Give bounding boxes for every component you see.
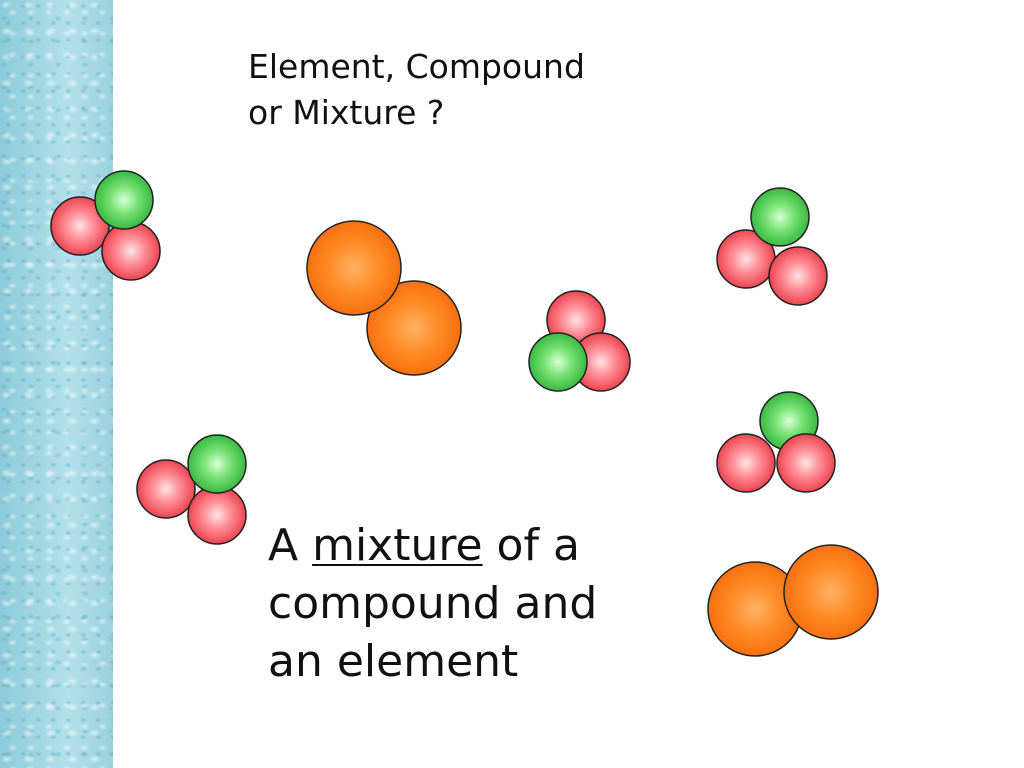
red-atom [546,290,606,350]
red-atom [716,229,776,289]
answer-line-3: an element [268,636,519,687]
orange-atom [366,280,462,376]
compound-molecule [136,434,247,545]
green-atom [759,391,819,451]
water-texture-strip [0,0,113,768]
green-atom [750,187,810,247]
compound-molecule [528,290,631,392]
element-molecule [707,544,879,657]
orange-atom [707,561,803,657]
red-atom [571,332,631,392]
element-molecule [306,220,462,376]
red-atom [136,459,196,519]
answer-prefix: A [268,520,313,571]
answer-line1-suffix: of a [482,520,580,571]
red-atom [187,485,247,545]
green-atom [187,434,247,494]
red-atom [776,433,836,493]
red-atom [768,246,828,306]
answer-line-2: compound and [268,578,598,629]
answer-keyword: mixture [312,520,483,571]
slide-title: Element, Compound or Mixture ? [248,47,585,132]
orange-atom [783,544,879,640]
orange-atom [306,220,402,316]
answer-text: A mixture of a compound and an element [268,517,597,691]
compound-molecule [716,187,828,306]
answer-line-1: A mixture of a [268,517,597,575]
red-atom [716,433,776,493]
compound-molecule [716,391,836,493]
green-atom [528,332,588,392]
